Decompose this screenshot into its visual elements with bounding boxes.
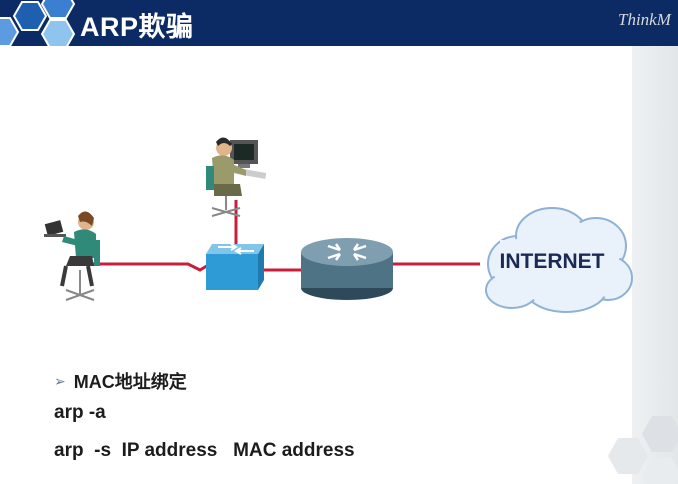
router-icon [301,238,393,300]
bullet-mac-binding: ➢ MAC地址绑定 [54,368,187,394]
link-laptop-switch [88,262,211,272]
right-decor-strip [632,46,678,484]
internet-label: INTERNET [500,250,605,273]
command-arp-s: arp -s IP address MAC address [54,440,355,461]
laptop-user-icon [44,211,100,301]
network-links [88,200,480,272]
bullet-arrow-icon: ➢ [54,373,66,389]
desktop-user-icon [206,137,267,217]
command-arp-a: arp -a [54,402,106,423]
internet-cloud-icon: INTERNET [485,207,633,313]
page-title: ARP欺骗 [80,12,194,42]
bullet-text: MAC地址绑定 [73,372,187,392]
hexagon-logo-icon [0,0,76,46]
brand-logo: ThinkM [618,10,671,29]
switch-icon [206,243,264,290]
header-bar: ARP欺骗 ThinkM [0,0,678,46]
